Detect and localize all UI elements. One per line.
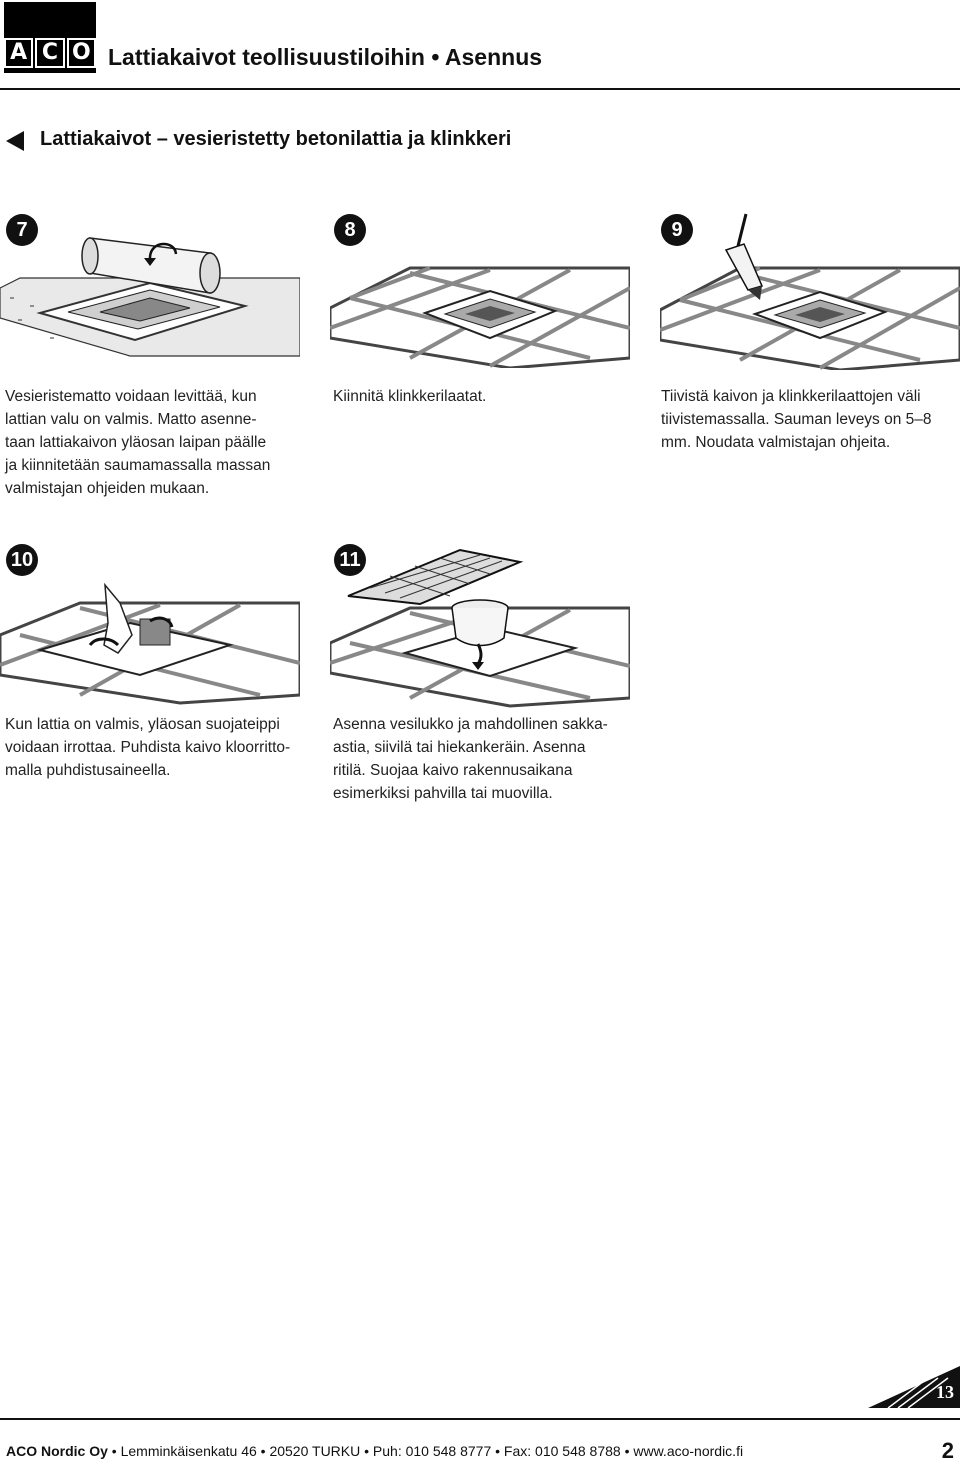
step-number-7: 7 bbox=[6, 214, 38, 246]
tile-floor-illustration bbox=[330, 266, 630, 368]
back-arrow-icon bbox=[6, 131, 24, 151]
step-number-10: 10 bbox=[6, 544, 38, 576]
step-8-caption: Kiinnitä klinkkerilaatat. bbox=[333, 388, 487, 405]
footer-contact: ACO Nordic Oy • Lemminkäisenkatu 46 • 20… bbox=[6, 1443, 743, 1459]
step-7-caption: Vesieristematto voidaan levittää, kun la… bbox=[5, 388, 271, 497]
page-number: 2 bbox=[941, 1438, 954, 1463]
footer-details: • Lemminkäisenkatu 46 • 20520 TURKU • Pu… bbox=[107, 1443, 744, 1459]
membrane-roll-illustration bbox=[0, 237, 300, 357]
grating-and-trap-illustration bbox=[330, 548, 630, 708]
logo-letter-o: O bbox=[66, 38, 96, 68]
step-9-caption: Tiivistä kaivon ja klinkkerilaattojen vä… bbox=[661, 388, 932, 451]
footer-divider bbox=[0, 1418, 960, 1420]
section-title: Lattiakaivot – vesieristetty betonilatti… bbox=[40, 128, 512, 150]
step-number-11: 11 bbox=[334, 544, 366, 576]
step-number-8: 8 bbox=[334, 214, 366, 246]
aco-logo: A C O bbox=[4, 2, 96, 73]
step-number-9: 9 bbox=[661, 214, 693, 246]
footer-company: ACO Nordic Oy bbox=[6, 1443, 108, 1459]
document-title: Lattiakaivot teollisuustiloihin • Asennu… bbox=[108, 44, 543, 70]
hand-removing-cover-illustration bbox=[0, 582, 300, 705]
section-badge-number: 13 bbox=[936, 1382, 954, 1402]
logo-letter-a: A bbox=[4, 38, 34, 68]
header-divider bbox=[0, 88, 960, 90]
step-10-caption: Kun lattia on valmis, yläosan suojateipp… bbox=[5, 716, 291, 779]
step-11-caption: Asenna vesilukko ja mahdollinen sakka- a… bbox=[333, 716, 608, 802]
logo-letter-c: C bbox=[35, 38, 65, 68]
corner-stripes-badge bbox=[868, 1366, 960, 1408]
sealant-gun-illustration bbox=[660, 213, 960, 370]
